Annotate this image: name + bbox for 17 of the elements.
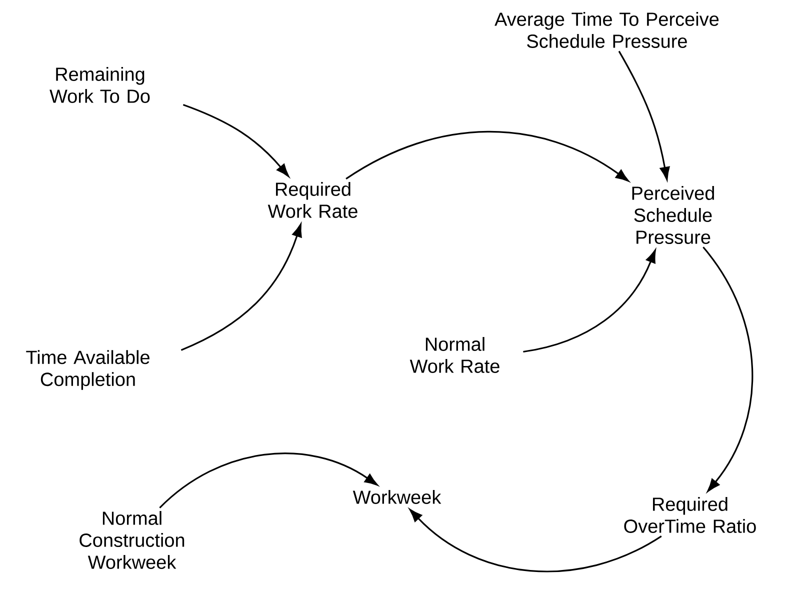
variable-label: Perceived Schedule Pressure xyxy=(632,186,714,244)
variable-label: Remaining Work To Do xyxy=(50,67,150,103)
arrow xyxy=(523,250,656,353)
arrow xyxy=(702,246,754,492)
arrow xyxy=(409,508,662,572)
arrow xyxy=(618,50,670,180)
variable-label: Normal Work Rate xyxy=(410,337,500,373)
variable-label: Required OverTime Ratio xyxy=(624,497,756,533)
arrow xyxy=(180,224,302,351)
arrow xyxy=(346,131,629,182)
variable-label: Workweek xyxy=(352,490,442,504)
variable-label: Required Work Rate xyxy=(268,182,358,218)
variable-label: Time Available Completion xyxy=(26,350,150,390)
variable-label: Average Time To Perceive Schedule Pressure xyxy=(494,12,719,48)
arrow xyxy=(182,104,290,177)
variable-label: Normal Construction Workweek xyxy=(80,511,184,569)
arrow xyxy=(159,452,378,508)
